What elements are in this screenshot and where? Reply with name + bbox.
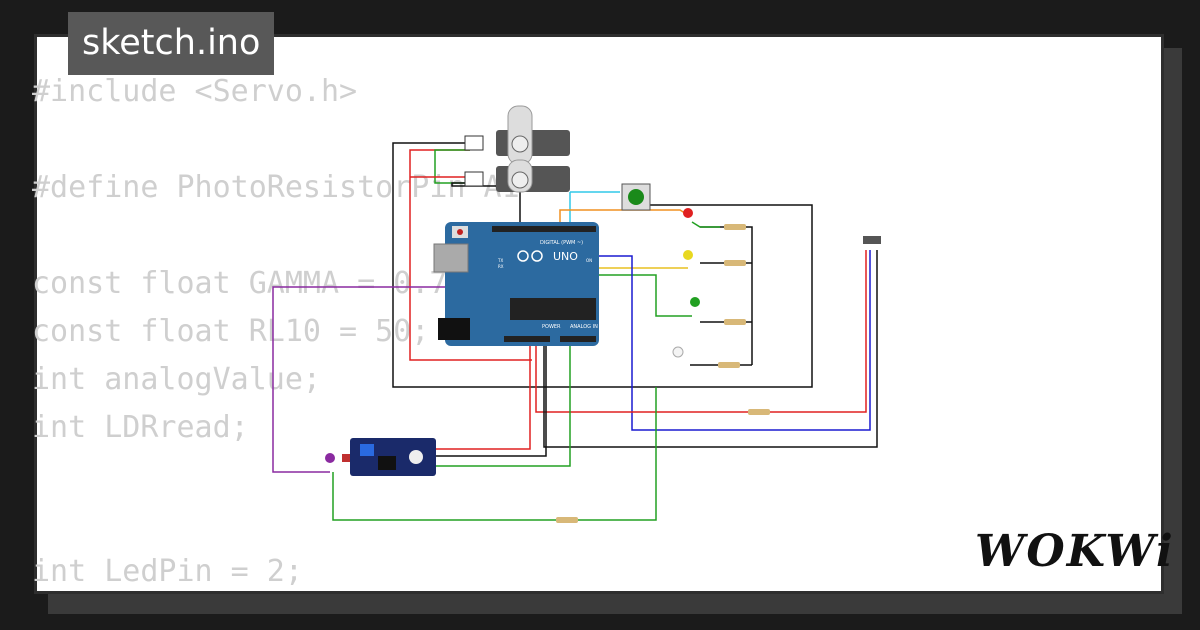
on-label: ON [586, 258, 592, 263]
usb-port [433, 243, 469, 273]
rx-label: RX [498, 264, 504, 269]
power-header [504, 336, 550, 342]
led-yellow [683, 250, 693, 260]
servo-motor [464, 105, 570, 165]
wire-black [540, 204, 813, 388]
code-line: #include <Servo.h> [32, 74, 358, 109]
infinity-logo [517, 250, 529, 262]
resistor [556, 517, 578, 523]
wire-black [451, 182, 521, 232]
code-line: int LDRread; [32, 410, 249, 445]
wokwi-logo: WOKWi [975, 526, 1175, 577]
analog-label: ANALOG IN [570, 324, 598, 330]
led-green [690, 297, 700, 307]
tx-label: TX [497, 258, 503, 263]
wire-black [543, 250, 878, 448]
resistor [724, 319, 746, 325]
push-button [621, 183, 651, 211]
wire-black [436, 340, 547, 457]
ldr-sensor-module [342, 438, 436, 476]
analog-header [560, 336, 596, 342]
digital-label: DIGITAL (PWM ~) [540, 240, 583, 246]
led-purple [325, 453, 335, 463]
servo-motor [464, 159, 570, 193]
resistor [724, 224, 746, 230]
digital-header [492, 226, 596, 232]
wire-green [436, 340, 571, 467]
code-line: int LedPin = 2; [32, 554, 303, 589]
slide-switch [863, 236, 881, 244]
wire-green [332, 387, 657, 521]
file-tab: sketch.ino [68, 12, 275, 75]
code-line: const float RL10 = 50; [32, 314, 430, 349]
wire-black [392, 142, 540, 388]
led-red [683, 208, 693, 218]
infinity-logo [531, 250, 543, 262]
code-line: const float GAMMA = 0.7; [32, 266, 466, 301]
chip [510, 298, 596, 320]
code-preview: #include <Servo.h>#define PhotoResistorP… [32, 68, 520, 596]
wire-red [436, 340, 531, 450]
led-white [672, 346, 684, 358]
wire-blue [594, 250, 871, 431]
board-brand-label: UNO [553, 250, 578, 263]
wire-red [535, 250, 867, 413]
resistor [748, 409, 770, 415]
resistors [556, 224, 770, 523]
arduino-uno-board: UNO DIGITAL (PWM ~) POWER ANALOG IN TX R… [433, 222, 599, 346]
code-line: int analogValue; [32, 362, 321, 397]
wire-green [691, 221, 720, 228]
wires [272, 142, 878, 521]
resistor [724, 260, 746, 266]
power-jack [438, 318, 470, 340]
wire-black [700, 226, 753, 365]
resistor [718, 362, 740, 368]
wire-green [588, 274, 692, 317]
power-label: POWER [542, 324, 561, 330]
